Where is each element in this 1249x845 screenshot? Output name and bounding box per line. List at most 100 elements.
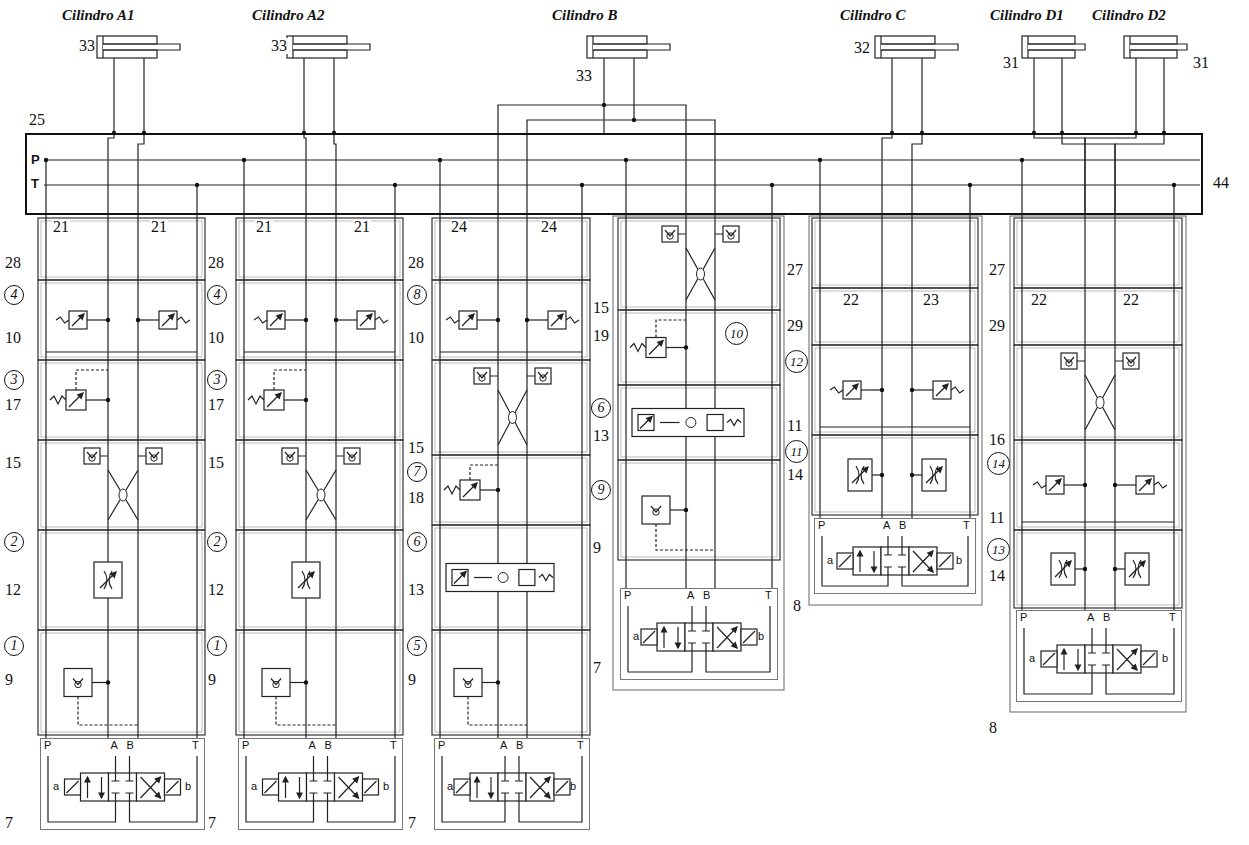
closed-center	[501, 773, 523, 801]
pilot-line	[656, 524, 715, 550]
module-inner-edge	[621, 388, 777, 457]
drain-line	[1022, 521, 1174, 522]
check-seat	[538, 372, 548, 378]
stack-lines	[46, 215, 1174, 738]
cylinder-name: Cilindro A2	[252, 8, 324, 23]
flow-arrow	[551, 314, 563, 326]
port-letter: b	[185, 781, 191, 792]
pressure-branch	[819, 160, 820, 215]
valve-module	[38, 280, 205, 360]
valve-tank-line	[130, 756, 198, 822]
reducing-valve-box	[66, 390, 86, 410]
check-valve-box	[282, 448, 298, 464]
arrow-head	[1132, 665, 1137, 670]
callout-number: 13	[592, 428, 610, 444]
circled-callout: 3	[4, 370, 24, 390]
valve-module	[38, 440, 205, 530]
port-letter: B	[127, 740, 134, 751]
check-valve-box	[344, 448, 360, 464]
stack-channel	[819, 215, 820, 518]
tank-branch	[969, 185, 970, 215]
check-valve-box	[474, 368, 490, 384]
circled-callout: 9	[591, 480, 611, 500]
circled-callout: 4	[207, 285, 227, 305]
valve-position	[685, 623, 713, 651]
tank-line	[44, 184, 1200, 185]
junction-dot	[334, 318, 338, 322]
flow-arrow	[530, 777, 550, 798]
valve-port-line	[692, 606, 706, 623]
branch-line	[87, 319, 108, 320]
branch-line	[100, 455, 146, 456]
junction-dot	[106, 398, 110, 402]
flow-arrow	[298, 572, 314, 588]
check-ball	[686, 418, 696, 428]
cylinder-symbol: Cilindro C	[840, 8, 970, 68]
callout-number: 10	[4, 330, 22, 346]
junction-dot	[1172, 183, 1176, 187]
closed-center	[688, 623, 710, 651]
solenoid-mark	[456, 781, 468, 793]
valve-module	[1014, 530, 1182, 608]
drain-line	[820, 426, 970, 427]
callout-number: 28	[207, 255, 225, 271]
valve-module	[38, 530, 205, 630]
junction-dot	[136, 318, 140, 322]
flow-arrow	[936, 384, 948, 396]
manifold-channel	[108, 133, 114, 215]
pressure-branch	[243, 160, 244, 215]
tank-branch	[581, 185, 582, 215]
pressure-branch	[1021, 160, 1022, 215]
valve-module	[432, 360, 590, 455]
port-letter: A	[883, 520, 890, 531]
piston-rod	[593, 44, 647, 50]
spring-symbol	[727, 420, 741, 426]
piston-rod	[881, 44, 935, 50]
valve-port-line	[1092, 628, 1106, 645]
callout-number: 29	[786, 318, 804, 334]
circled-callout: 3	[207, 370, 227, 390]
arrow-head	[732, 627, 737, 632]
manifold-channel	[1034, 133, 1085, 215]
spring-symbol	[254, 317, 267, 323]
flow-arrow	[141, 777, 161, 798]
flow-arrow	[913, 551, 933, 572]
port-letter: A	[309, 740, 316, 751]
callout-number: 9	[407, 672, 417, 688]
port-letter: a	[1029, 653, 1035, 664]
flow-arrow	[267, 393, 281, 407]
pilot-line	[276, 697, 336, 726]
valve-position	[1113, 645, 1141, 673]
spring-symbol	[50, 396, 66, 404]
valve-position	[307, 773, 335, 801]
stack-channel	[394, 215, 395, 738]
valve-module	[432, 455, 590, 525]
pilot-line	[274, 370, 306, 390]
check-valve-box	[454, 669, 482, 697]
valve-module	[236, 218, 403, 280]
cylinder-b-line	[498, 105, 686, 215]
valve-drawing	[238, 738, 403, 830]
valve-pressure-line	[1024, 628, 1092, 694]
valve-position	[1085, 645, 1113, 673]
reducing-valve-box	[264, 390, 284, 410]
flow-arrow	[162, 314, 174, 326]
manifold-channel	[138, 133, 144, 215]
arrow-head	[545, 777, 550, 782]
port-line	[1135, 58, 1136, 68]
port-line	[1061, 58, 1062, 68]
solenoid-mark	[265, 781, 277, 793]
drain-line	[46, 351, 197, 352]
callout-number: 18	[407, 490, 425, 506]
branch-line	[138, 319, 159, 320]
junction-dot	[106, 680, 110, 684]
check-valve-box	[535, 368, 551, 384]
manifold-channel	[304, 133, 306, 215]
relief-valve-box	[1136, 476, 1154, 494]
junction-dot	[580, 183, 584, 187]
stack-channel	[243, 215, 244, 738]
valve-pressure-line	[822, 536, 888, 586]
spring-symbol	[375, 317, 388, 323]
throttle-cross	[686, 248, 715, 300]
callout-number: 25	[28, 112, 46, 128]
